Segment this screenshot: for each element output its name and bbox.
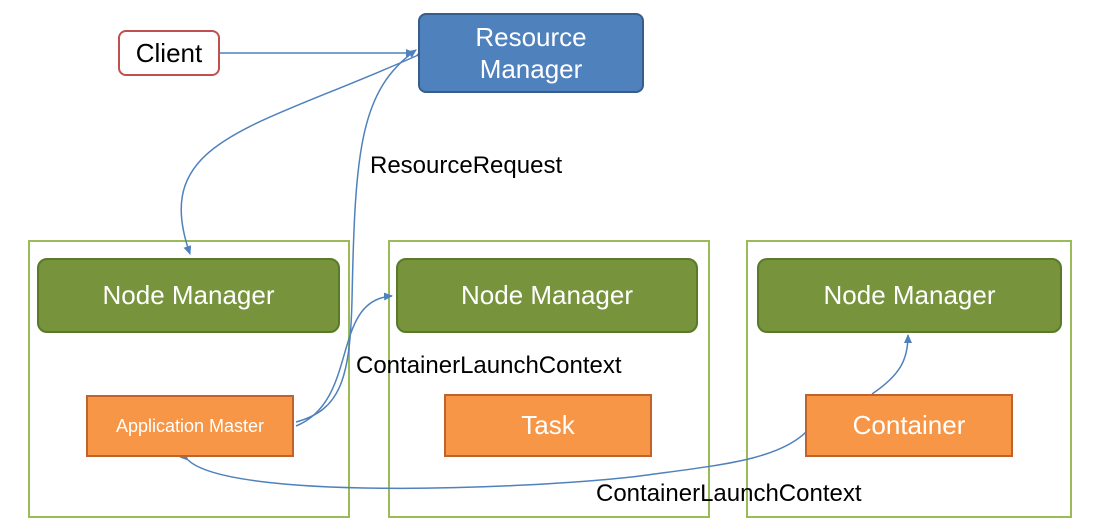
resource-manager-box: Resource Manager xyxy=(418,13,644,93)
arrow-rm-nm1 xyxy=(180,49,425,255)
container-launch-context-label-1: ContainerLaunchContext xyxy=(356,352,622,379)
arrow-am-to-nm2 xyxy=(295,292,393,427)
resource-request-label: ResourceRequest xyxy=(370,152,563,179)
node-manager-1-label: Node Manager xyxy=(102,280,275,310)
arrow-am-to-rm xyxy=(295,49,417,423)
node-manager-3: Node Manager xyxy=(757,258,1062,333)
arrow-container-to-nm3 xyxy=(871,334,912,395)
node-manager-3-label: Node Manager xyxy=(823,280,996,310)
application-master-box: Application Master xyxy=(86,395,294,457)
node-3-frame xyxy=(746,240,1072,518)
resource-manager-label: Resource Manager xyxy=(475,22,587,84)
node-2-frame xyxy=(388,240,710,518)
application-master-label: Application Master xyxy=(115,415,265,436)
client-label: Client xyxy=(135,37,203,68)
node-manager-1: Node Manager xyxy=(37,258,340,333)
container-box: Container xyxy=(805,394,1013,457)
node-manager-2: Node Manager xyxy=(396,258,698,333)
task-box: Task xyxy=(444,394,652,457)
arrow-am-to-container xyxy=(179,429,809,490)
container-launch-context-label-2: ContainerLaunchContext xyxy=(596,480,862,507)
task-label: Task xyxy=(521,410,575,440)
client-box: Client xyxy=(118,30,220,76)
container-label: Container xyxy=(852,410,966,440)
node-manager-2-label: Node Manager xyxy=(461,280,633,310)
